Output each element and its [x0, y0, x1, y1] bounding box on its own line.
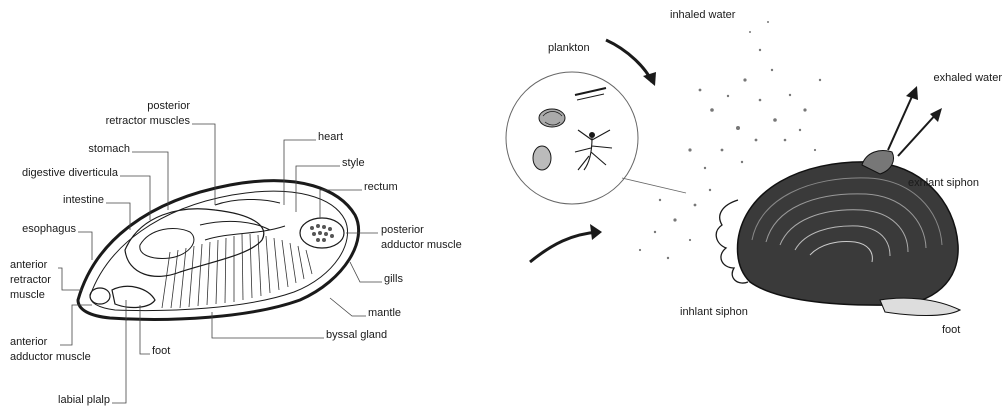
label-posterior-retractor-1: posterior — [147, 100, 190, 112]
label-foot-right: foot — [942, 324, 960, 336]
mussel-drawing — [716, 151, 960, 316]
label-foot-left: foot — [152, 345, 170, 357]
label-gills: gills — [384, 273, 403, 285]
shell-outline — [78, 181, 359, 320]
label-anterior-retractor-3: muscle — [10, 289, 45, 301]
heart-drawing — [215, 199, 280, 205]
feeding-illustration: plankton inhaled water exhaled water exh… — [506, 9, 1002, 336]
label-esophagus: esophagus — [22, 223, 76, 235]
label-mantle: mantle — [368, 307, 401, 319]
label-anterior-adductor-2: adductor muscle — [10, 351, 91, 363]
mussel-foot — [880, 298, 960, 315]
label-posterior-retractor-2: retractor muscles — [106, 115, 191, 127]
label-exhlant-siphon: exhlant siphon — [908, 177, 979, 189]
label-plankton: plankton — [548, 42, 590, 54]
foot-drawing — [112, 286, 155, 307]
exhale-arrow-2 — [898, 112, 938, 156]
label-rectum: rectum — [364, 181, 398, 193]
visceral-mass — [125, 209, 264, 277]
label-byssal-gland: byssal gland — [326, 329, 387, 341]
label-stomach: stomach — [88, 143, 130, 155]
label-anterior-adductor-1: anterior — [10, 336, 48, 348]
anatomy-leader-lines — [58, 124, 382, 403]
anatomy-diagram: posterior retractor muscles stomach dige… — [10, 100, 462, 406]
plankton-organisms — [533, 88, 612, 170]
intestine-drawing — [200, 221, 285, 240]
plankton-pointer — [622, 178, 686, 193]
label-intestine: intestine — [63, 194, 104, 206]
label-style: style — [342, 157, 365, 169]
anterior-adductor-drawing — [90, 288, 110, 304]
plankton-circle — [506, 72, 638, 204]
label-anterior-retractor-1: anterior — [10, 259, 48, 271]
label-inhaled-water: inhaled water — [670, 9, 736, 21]
mantle-outline — [90, 191, 348, 310]
label-inhlant-siphon: inhlant siphon — [680, 306, 748, 318]
inflow-arrow-bottom — [530, 232, 598, 262]
label-exhaled-water: exhaled water — [934, 72, 1003, 84]
label-posterior-adductor-1: posterior — [381, 224, 424, 236]
label-labial-palp: labial plalp — [58, 394, 110, 406]
label-heart: heart — [318, 131, 343, 143]
label-digestive-diverticula: digestive diverticula — [22, 167, 119, 179]
label-anterior-retractor-2: retractor — [10, 274, 51, 286]
label-posterior-adductor-2: adductor muscle — [381, 239, 462, 251]
